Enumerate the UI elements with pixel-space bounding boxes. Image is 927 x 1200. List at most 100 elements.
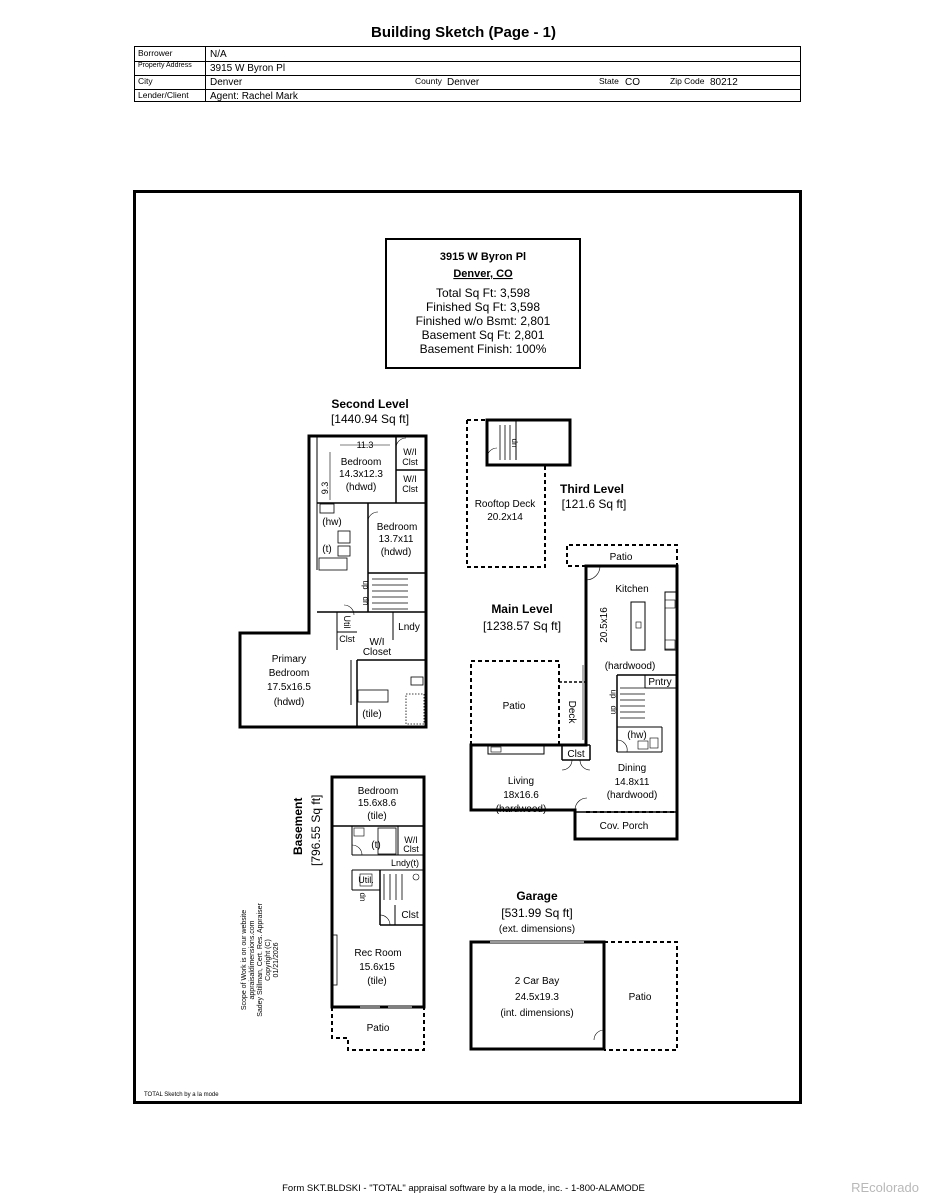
basement-stair-dn: dn: [358, 893, 367, 902]
credit-line2: appraisaldimensions.com: [249, 920, 256, 999]
borrower-label: Borrower: [138, 48, 173, 58]
summary-city: Denver, CO: [453, 268, 513, 280]
garage-int-note: (int. dimensions): [500, 1008, 573, 1019]
dim-9-3: 9.3: [320, 482, 330, 495]
primary-dim: 17.5x16.5: [267, 682, 311, 693]
second-bedroom1-label: Bedroom: [341, 457, 382, 468]
basement-util: Util.: [358, 875, 374, 885]
main-clst: Clst: [567, 749, 584, 760]
second-bedroom2-label: Bedroom: [377, 522, 418, 533]
city-value: Denver: [210, 77, 243, 88]
garage-bay-label: 2 Car Bay: [515, 976, 559, 987]
second-wi-closet2: Closet: [363, 647, 392, 658]
second-wi-clst2: W/I: [403, 474, 417, 484]
dining-dim: 14.8x11: [615, 777, 650, 788]
cov-porch: Cov. Porch: [600, 821, 649, 832]
second-bedroom1-dim: 14.3x12.3: [339, 469, 383, 480]
basement-plan: [330, 775, 426, 1051]
page-footer: Form SKT.BLDSKI - "TOTAL" appraisal soft…: [282, 1183, 645, 1194]
zip-value: 80212: [710, 77, 738, 88]
third-level-label: Third Level: [560, 482, 624, 496]
primary-label2: Bedroom: [269, 668, 310, 679]
main-stair-up: up: [609, 690, 618, 699]
kitchen-floor: (hardwood): [605, 661, 656, 672]
living-floor: (hardwood): [496, 804, 547, 815]
credit-line3: Sadey Stillman, Cert. Res. Appraiser: [257, 903, 264, 1017]
second-wi-clst2b: Clst: [402, 484, 418, 494]
borrower-value: N/A: [210, 49, 227, 60]
basement-bedroom-dim: 15.6x8.6: [358, 798, 397, 809]
second-hw: (hw): [322, 517, 341, 528]
lender-value: Agent: Rachel Mark: [210, 91, 298, 102]
primary-label1: Primary: [272, 654, 306, 665]
second-wi-clst1: W/I: [403, 447, 417, 457]
second-level-area: [1440.94 Sq ft]: [331, 412, 409, 426]
garage-bay-dim: 24.5x19.3: [515, 992, 559, 1003]
main-deck: Deck: [566, 701, 577, 725]
basement-wi: W/I: [404, 835, 418, 845]
second-bedroom2-floor: (hdwd): [381, 547, 412, 558]
primary-bath-tile: (tile): [362, 709, 381, 720]
summary-basement: Basement Sq Ft: 2,801: [422, 328, 545, 342]
rooftop-deck-label: Rooftop Deck: [475, 499, 537, 510]
summary-total: Total Sq Ft: 3,598: [436, 286, 530, 300]
rec-room-dim: 15.6x15: [359, 962, 395, 973]
header-row-lender: Lender/Client Agent: Rachel Mark: [135, 89, 800, 103]
county-label: County: [415, 76, 442, 86]
second-clst: Clst: [339, 634, 355, 644]
second-level-label: Second Level: [331, 397, 408, 411]
basement-clst2: Clst: [401, 910, 418, 921]
basement-bedroom-label: Bedroom: [358, 786, 399, 797]
basement-level-area: [796.55 Sq ft]: [309, 795, 323, 866]
second-util: Util: [342, 616, 352, 629]
garage-note: (ext. dimensions): [499, 924, 575, 935]
main-stair-dn: dn: [609, 706, 618, 715]
main-patio-kitchen: Patio: [610, 552, 633, 563]
main-level-area: [1238.57 Sq ft]: [483, 619, 561, 633]
second-bedroom1-floor: (hdwd): [346, 482, 377, 493]
main-level-plan: [469, 544, 679, 841]
second-wi-clst1b: Clst: [402, 457, 418, 467]
garage-label: Garage: [516, 889, 558, 903]
garage-patio: Patio: [629, 992, 652, 1003]
credit-line1: Scope of Work is on our website: [241, 910, 248, 1010]
living-label: Living: [508, 776, 534, 787]
primary-floor: (hdwd): [274, 697, 305, 708]
rooftop-deck-dim: 20.2x14: [487, 512, 523, 523]
living-dim: 18x16.6: [503, 790, 539, 801]
dining-floor: (hardwood): [607, 790, 658, 801]
basement-level-label: Basement: [291, 798, 305, 855]
zip-label: Zip Code: [670, 76, 705, 86]
brand-watermark: REcolorado: [851, 1180, 919, 1195]
main-pntry: Pntry: [648, 677, 671, 688]
dim-11-3: 11.3: [357, 440, 374, 450]
kitchen-label: Kitchen: [615, 584, 648, 595]
summary-finished-wo-bsmt: Finished w/o Bsmt: 2,801: [416, 314, 551, 328]
garage-plan: [469, 940, 678, 1051]
second-wi-closet: W/I: [370, 637, 385, 648]
third-level-plan: [466, 418, 572, 568]
sketch-frame: [133, 190, 802, 1104]
basement-lndy: Lndy(t): [391, 858, 419, 868]
summary-address: 3915 W Byron Pl: [440, 251, 526, 263]
third-stair-dn: dn: [510, 439, 519, 448]
basement-patio: Patio: [367, 1023, 390, 1034]
summary-basement-finish: Basement Finish: 100%: [420, 342, 547, 356]
page-title: Building Sketch (Page - 1): [370, 24, 557, 41]
basement-t: (t): [371, 840, 380, 851]
summary-box: [385, 238, 581, 369]
rec-room-label: Rec Room: [354, 948, 401, 959]
rec-room-floor: (tile): [367, 976, 386, 987]
second-lndy: Lndy: [398, 622, 420, 633]
basement-clst: Clst: [403, 844, 419, 854]
basement-bedroom-floor: (tile): [367, 811, 386, 822]
header-row-city: City Denver County Denver State CO Zip C…: [135, 75, 800, 90]
credit-line5: 01/21/2026: [273, 942, 280, 977]
second-t: (t): [322, 544, 331, 555]
main-patio: Patio: [503, 701, 526, 712]
address-value: 3915 W Byron Pl: [210, 63, 286, 74]
summary-finished: Finished Sq Ft: 3,598: [426, 300, 540, 314]
main-hw: (hw): [627, 730, 646, 741]
main-level-label: Main Level: [491, 602, 552, 616]
property-header: Borrower N/A Property Address 3915 W Byr…: [134, 46, 801, 102]
